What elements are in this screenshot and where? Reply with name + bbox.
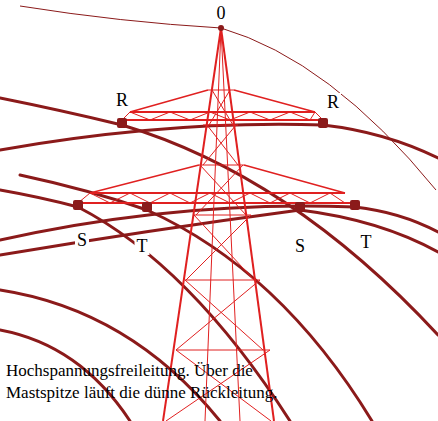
conductor-label: S: [293, 237, 307, 255]
conductor-label: R: [325, 93, 341, 111]
conductor-label: R: [114, 91, 130, 109]
insulators: [73, 25, 360, 212]
return-wire: [20, 6, 436, 190]
conductor-label: S: [75, 231, 89, 249]
conductor-label: T: [135, 237, 150, 255]
conductor-label: 0: [215, 4, 228, 22]
figure-caption: Hochspannungsfreileitung. Über die Masts…: [6, 360, 324, 404]
conductor-label: T: [359, 233, 374, 251]
phase-wires: [0, 98, 438, 421]
